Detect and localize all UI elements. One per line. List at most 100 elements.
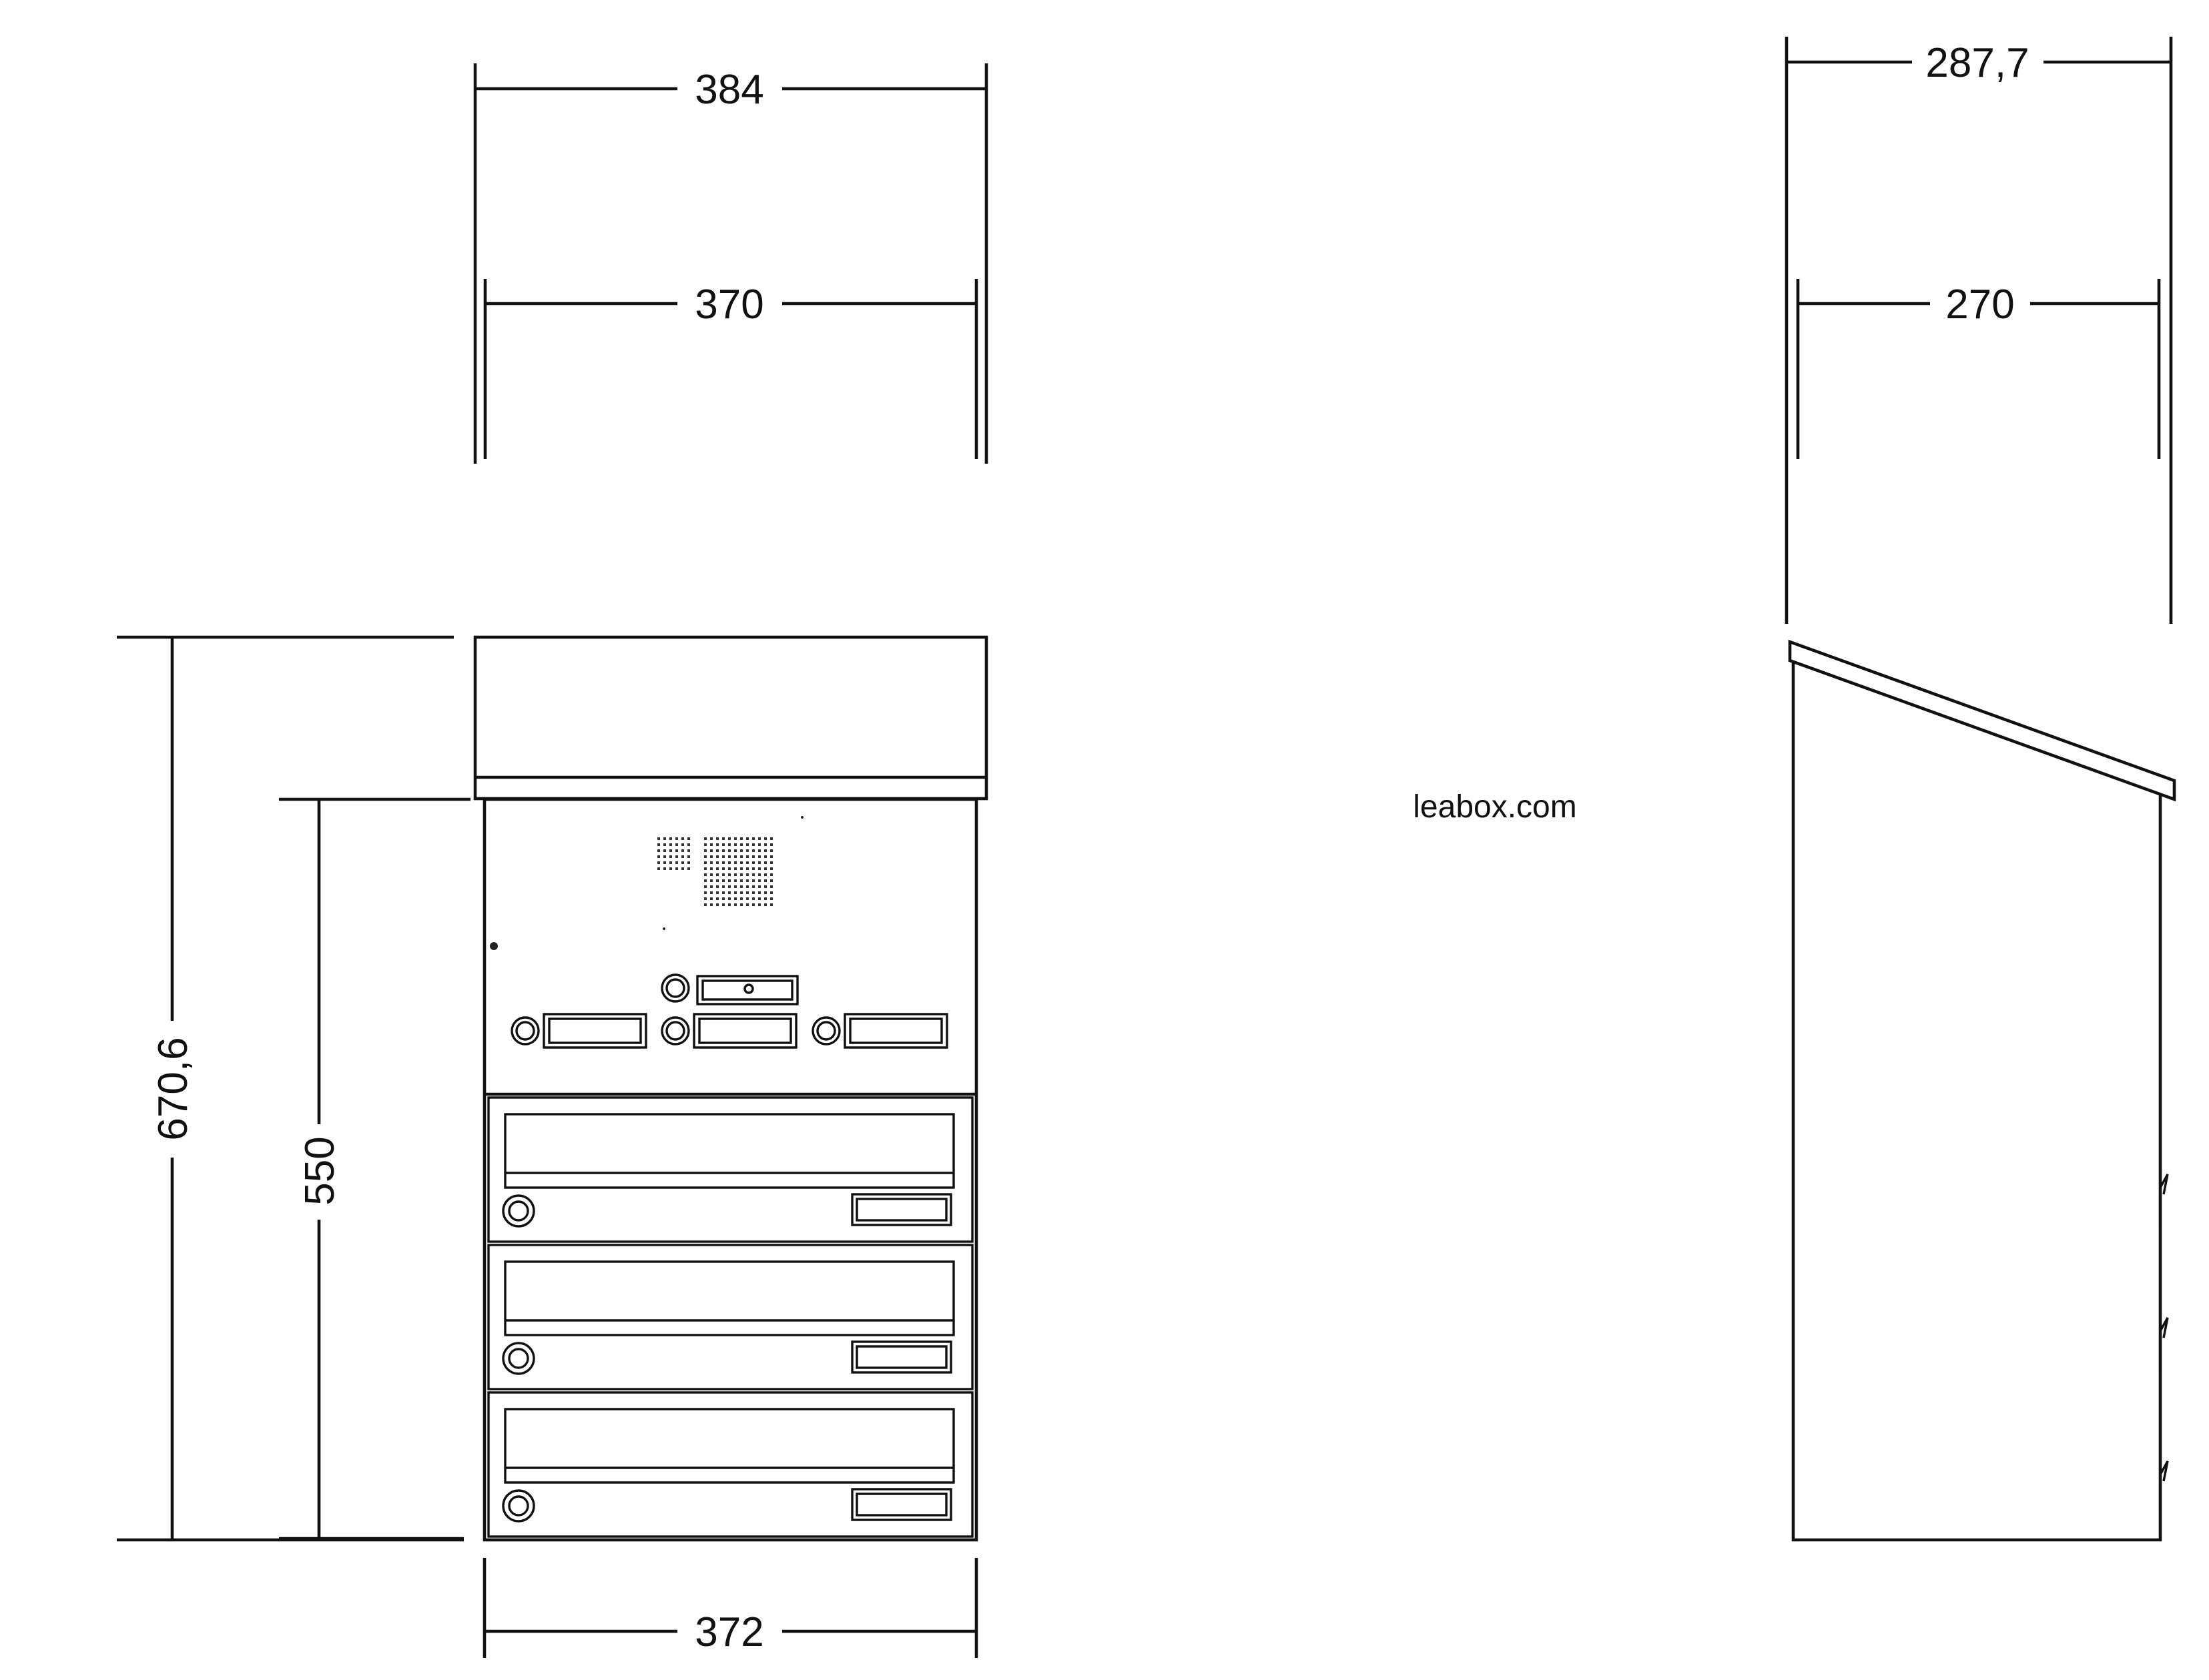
brand-watermark: leabox.com xyxy=(1413,789,1576,825)
speaker-hole xyxy=(675,855,678,858)
speaker-hole xyxy=(728,837,731,840)
speaker-hole xyxy=(752,903,755,906)
speaker-hole xyxy=(746,867,749,870)
speaker-hole xyxy=(764,843,767,846)
speaker-hole xyxy=(722,837,725,840)
speaker-hole xyxy=(770,861,773,864)
speaker-hole xyxy=(710,855,713,858)
dimension-width-top-outer: 384 xyxy=(473,63,988,464)
dimension-height-body: 550 xyxy=(279,797,470,1541)
speaker-hole xyxy=(722,897,725,900)
roof-canopy xyxy=(473,635,988,801)
speaker-hole xyxy=(740,891,743,894)
speaker-hole xyxy=(663,855,666,858)
dim-label-370: 370 xyxy=(695,282,763,328)
speaker-hole xyxy=(770,879,773,882)
speaker-hole xyxy=(740,855,743,858)
speaker-hole xyxy=(752,843,755,846)
speaker-hole xyxy=(752,873,755,876)
speaker-hole xyxy=(663,861,666,864)
speaker-hole xyxy=(681,867,684,870)
speaker-hole xyxy=(710,903,713,906)
speaker-hole xyxy=(740,843,743,846)
speaker-hole xyxy=(734,849,737,852)
speaker-hole xyxy=(716,897,719,900)
dimension-width-top-inner: 370 xyxy=(483,279,978,459)
speaker-hole xyxy=(704,885,707,888)
speaker-hole xyxy=(722,843,725,846)
speaker-hole xyxy=(728,861,731,864)
speaker-hole xyxy=(770,891,773,894)
dim-label-287-7: 287,7 xyxy=(1925,40,2029,86)
speaker-hole xyxy=(669,855,672,858)
speaker-hole xyxy=(740,873,743,876)
speaker-hole xyxy=(764,891,767,894)
speaker-hole xyxy=(669,867,672,870)
speaker-hole xyxy=(722,855,725,858)
speaker-hole xyxy=(758,837,761,840)
speaker-hole xyxy=(722,903,725,906)
speaker-hole xyxy=(764,903,767,906)
speaker-hole xyxy=(758,855,761,858)
speaker-hole xyxy=(746,873,749,876)
dim-label-270: 270 xyxy=(1945,282,2014,328)
speaker-hole xyxy=(764,879,767,882)
dimension-height-total: 670,6 xyxy=(117,635,464,1542)
speaker-hole xyxy=(704,837,707,840)
speaker-hole xyxy=(764,837,767,840)
speaker-hole xyxy=(663,867,666,870)
speaker-hole xyxy=(764,855,767,858)
speaker-hole xyxy=(710,867,713,870)
speaker-hole xyxy=(770,837,773,840)
side-roof xyxy=(1788,639,2176,802)
speaker-hole xyxy=(722,861,725,864)
speaker-hole xyxy=(752,861,755,864)
dimension-depth-outer: 287,7 xyxy=(1785,37,2173,624)
speaker-hole xyxy=(734,879,737,882)
speaker-hole xyxy=(681,849,684,852)
speaker-hole xyxy=(716,891,719,894)
speaker-hole xyxy=(675,843,678,846)
dim-label-550: 550 xyxy=(297,1136,343,1205)
speaker-hole xyxy=(687,867,690,870)
speaker-hole xyxy=(746,855,749,858)
bell-button-top xyxy=(661,973,799,1005)
speaker-hole xyxy=(728,879,731,882)
speaker-hole xyxy=(770,867,773,870)
front-view-mailbox xyxy=(473,635,988,1542)
speaker-hole xyxy=(704,879,707,882)
speaker-hole xyxy=(758,879,761,882)
speaker-hole xyxy=(704,849,707,852)
mailbox-body xyxy=(483,797,978,1542)
speaker-hole xyxy=(716,843,719,846)
speaker-hole xyxy=(687,837,690,840)
speaker-hole xyxy=(764,897,767,900)
speaker-hole xyxy=(722,873,725,876)
bell-button-right xyxy=(812,1013,948,1049)
speaker-hole xyxy=(704,891,707,894)
speaker-hole xyxy=(675,837,678,840)
speaker-hole xyxy=(675,867,678,870)
dim-label-384: 384 xyxy=(695,67,763,113)
speaker-hole xyxy=(722,867,725,870)
speaker-hole xyxy=(752,879,755,882)
speaker-hole xyxy=(770,849,773,852)
speaker-hole xyxy=(710,837,713,840)
speaker-hole xyxy=(704,897,707,900)
speaker-hole xyxy=(728,855,731,858)
dimension-width-bottom: 372 xyxy=(483,1558,978,1658)
speaker-hole xyxy=(734,837,737,840)
speaker-hole xyxy=(752,849,755,852)
speaker-hole xyxy=(728,873,731,876)
speaker-hole xyxy=(746,843,749,846)
speaker-hole xyxy=(752,885,755,888)
speaker-hole xyxy=(716,873,719,876)
speaker-hole xyxy=(734,903,737,906)
speaker-hole xyxy=(740,861,743,864)
speaker-hole xyxy=(746,897,749,900)
speaker-hole xyxy=(681,843,684,846)
speaker-hole xyxy=(722,849,725,852)
speaker-hole xyxy=(758,849,761,852)
speaker-hole xyxy=(710,891,713,894)
